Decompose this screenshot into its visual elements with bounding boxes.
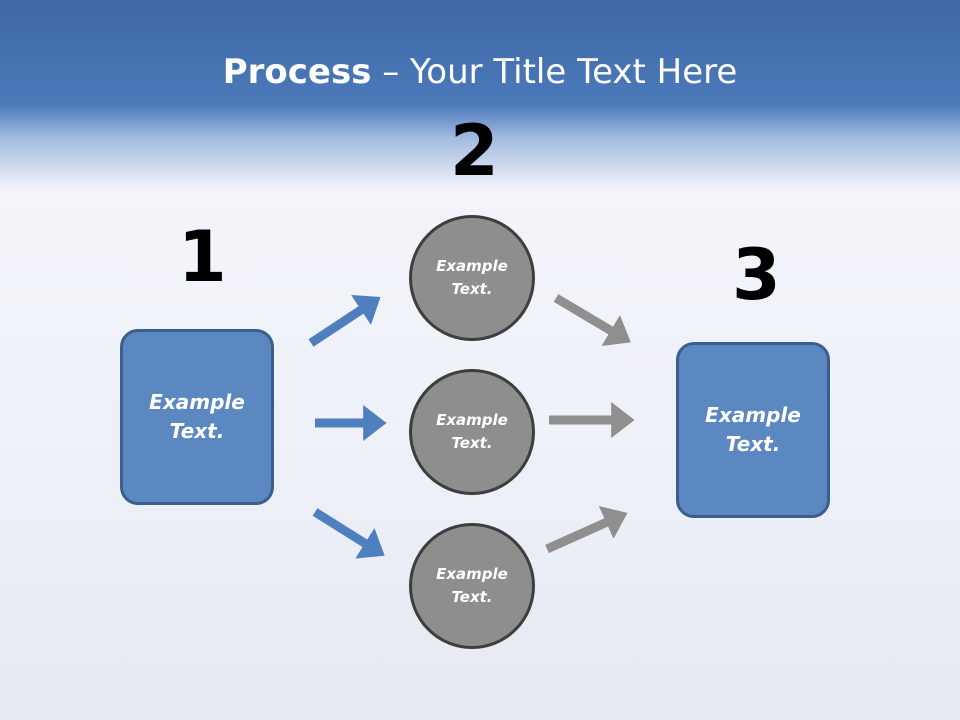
arrow-bottom-to-right xyxy=(545,506,628,554)
title-bold: Process xyxy=(222,52,372,92)
arrow-left-to-bottom xyxy=(312,508,385,559)
arrow-left-to-top xyxy=(308,294,381,347)
arrow-top-to-right xyxy=(553,294,631,346)
step-number-2: 2 xyxy=(450,110,499,192)
circle-bottom: Example Text. xyxy=(409,523,535,649)
circle-middle: Example Text. xyxy=(409,369,535,495)
step-number-1: 1 xyxy=(178,216,227,298)
step-number-3: 3 xyxy=(732,234,781,316)
left-process-box: Example Text. xyxy=(120,329,274,505)
title-rest: – Your Title Text Here xyxy=(371,52,738,92)
title-banner xyxy=(0,0,960,190)
circle-top: Example Text. xyxy=(409,215,535,341)
slide-title: Process – Your Title Text Here xyxy=(0,52,960,92)
right-process-box: Example Text. xyxy=(676,342,830,518)
